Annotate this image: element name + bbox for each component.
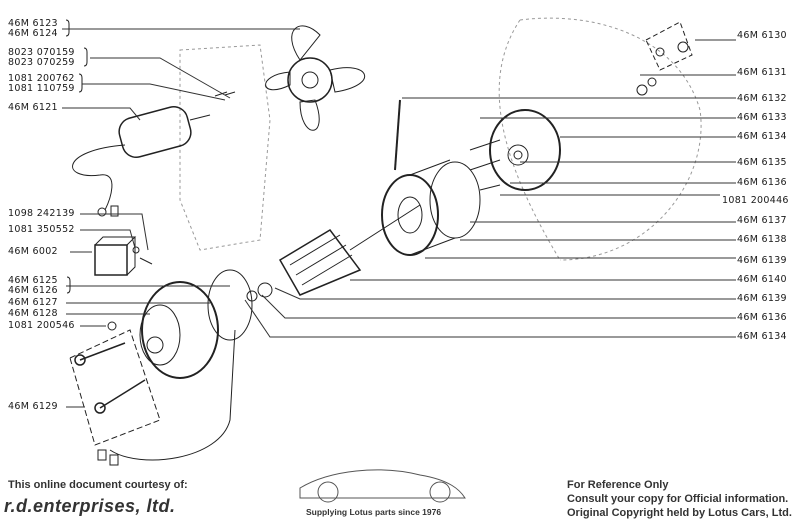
part-label: 46M 6126 [8,285,58,296]
courtesy-text: This online document courtesy of: [8,479,188,491]
part-label: 1081 200762 [8,73,75,84]
part-label: 1081 350552 [8,224,75,235]
part-label: 1081 200546 [8,320,75,331]
leader-lines-right [244,39,736,338]
part-label: 46M 6123 [8,18,58,29]
part-label: 46M 6137 [737,215,787,226]
kit-6130 [645,21,693,71]
part-label: 1081 200446 [722,195,789,206]
washer-200546 [107,321,117,331]
part-label: 8023 070159 [8,47,75,58]
fan-assembly [265,25,366,131]
part-label: 46M 6139 [737,255,787,266]
part-label: 46M 6135 [737,157,787,168]
brush-6132 [394,99,401,171]
part-label: 1098 242139 [8,208,75,219]
part-label: 46M 6139 [737,293,787,304]
part-label: 1081 110759 [8,83,75,94]
part-label: 46M 6138 [737,234,787,245]
part-label: 46M 6124 [8,28,58,39]
rear-housing [469,109,561,191]
leader-lines-left [62,28,300,408]
part-label: 46M 6136 [737,312,787,323]
part-label: 46M 6002 [8,246,58,257]
part-label: 8023 070259 [8,57,75,68]
part-label: 46M 6128 [8,308,58,319]
consult-notice: Consult your copy for Official informati… [567,493,789,505]
stator-6138 [381,159,481,256]
tagline: Supplying Lotus parts since 1976 [306,507,442,517]
brace-marks [65,19,88,294]
part-label: 46M 6130 [737,30,787,41]
copyright-notice: Original Copyright held by Lotus Cars, L… [567,507,792,519]
part-label: 46M 6134 [737,331,787,342]
part-label: 46M 6131 [737,67,787,78]
part-label: 46M 6133 [737,112,787,123]
part-label: 46M 6134 [737,131,787,142]
end-cover [97,269,253,466]
ghost-background-outline [179,17,702,261]
reference-notice: For Reference Only [567,479,669,491]
part-label: 46M 6136 [737,177,787,188]
part-label: 46M 6129 [8,401,58,412]
company-name: r.d.enterprises, ltd. [4,496,176,516]
bolts [74,342,146,414]
part-label: 46M 6140 [737,274,787,285]
relay-6002 [94,205,153,276]
part-label: 46M 6132 [737,93,787,104]
nut-6131 [636,84,648,96]
part-label: 46M 6127 [8,297,58,308]
bearing-6136 [257,282,273,298]
part-label: 46M 6121 [8,102,58,113]
part-label: 46M 6125 [8,275,58,286]
motor-6121 [72,91,236,211]
armature-6140 [278,204,421,296]
lotus-car-logo [299,469,466,503]
